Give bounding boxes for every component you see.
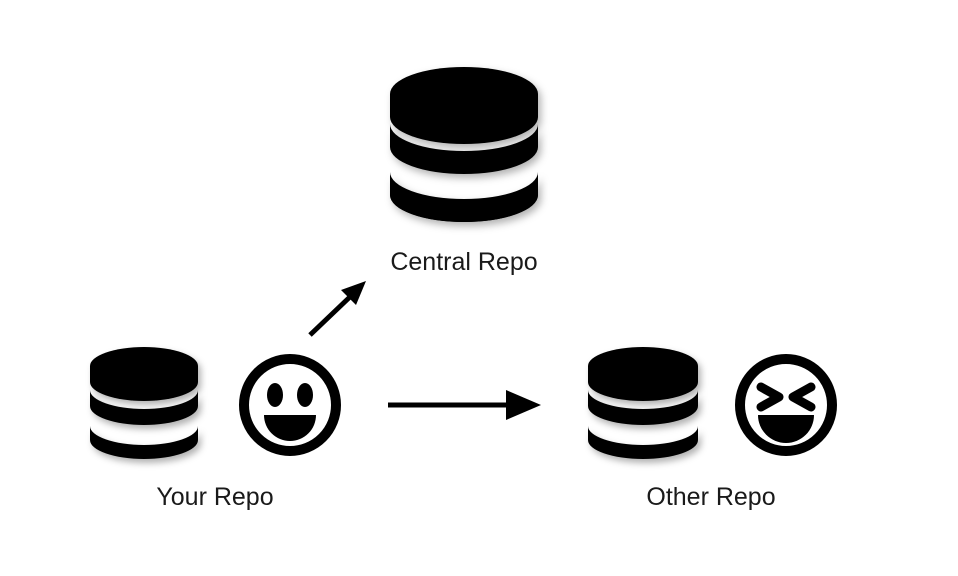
mouth-smile: [264, 415, 316, 441]
database-cylinder-icon: [88, 344, 200, 464]
mouth-laugh: [758, 415, 814, 443]
database-cylinder-icon: [388, 64, 540, 225]
smiley-face-icon: [238, 353, 342, 457]
eye-left: [267, 383, 283, 407]
arrow-your-repo-to-central-repo: [295, 268, 385, 348]
other-repo-label: Other Repo: [646, 483, 776, 511]
eye-right: [297, 383, 313, 407]
eye-right-squint: [788, 382, 816, 412]
database-cylinder-icon: [586, 344, 700, 464]
laughing-face-icon: [734, 353, 838, 457]
node-your-repo: [88, 344, 200, 464]
eye-left-squint: [756, 382, 784, 412]
arrow-your-repo-to-other-repo: [386, 390, 546, 422]
central-repo-label: Central Repo: [390, 248, 538, 276]
node-other-repo: [586, 344, 700, 464]
node-central-repo: [388, 64, 540, 225]
your-repo-label: Your Repo: [156, 483, 274, 511]
